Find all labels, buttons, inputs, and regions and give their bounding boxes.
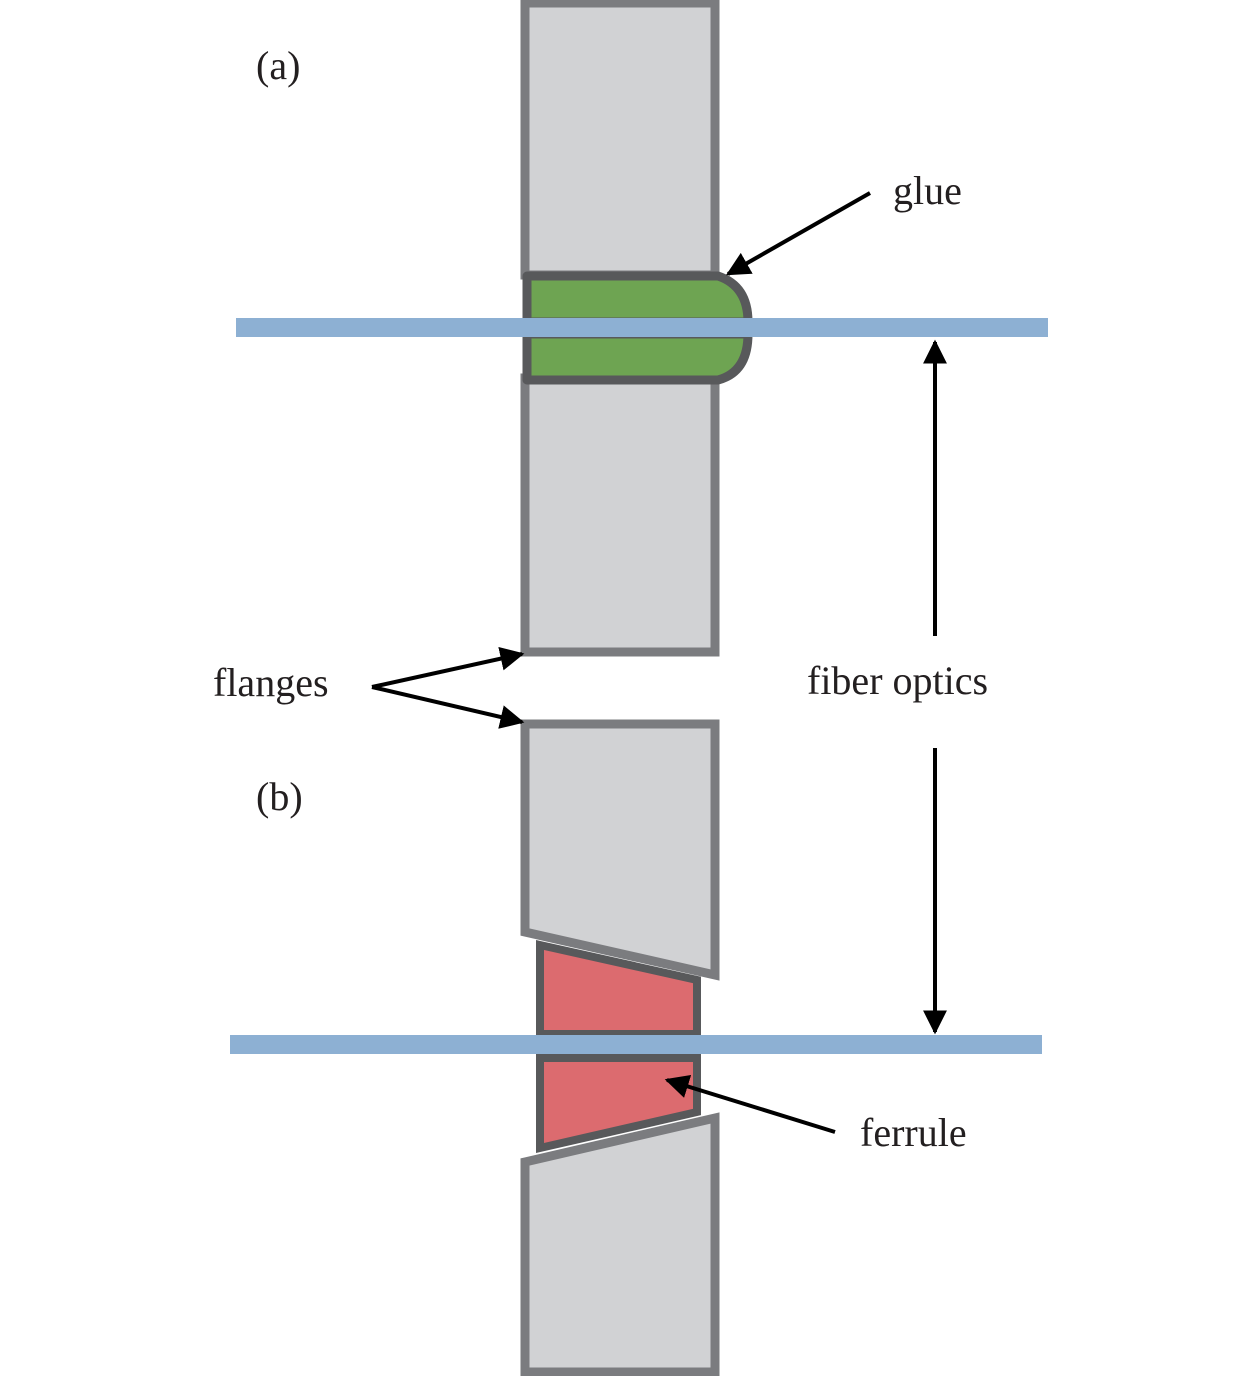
- ferrule-label: ferrule: [860, 1110, 967, 1155]
- flange-a-lower: [520, 373, 720, 657]
- glue-lower: [522, 329, 753, 385]
- fiber-optic-a: [236, 318, 1048, 337]
- glue-arrow: [725, 191, 871, 276]
- glue-label: glue: [893, 168, 962, 213]
- flanges-label: flanges: [213, 660, 329, 705]
- flange-b-upper: [520, 719, 720, 981]
- glue-upper: [522, 271, 753, 327]
- fiber-optics-label: fiber optics: [807, 658, 989, 703]
- ferrule-lower: [536, 1054, 701, 1154]
- panel-b-label: (b): [256, 774, 303, 819]
- ferrule-arrow: [664, 1074, 836, 1134]
- ferrule-upper: [536, 940, 701, 1038]
- flanges-arrow-upper: [371, 646, 525, 689]
- flange-a-upper: [520, 0, 720, 280]
- fiber-optic-b: [230, 1035, 1042, 1054]
- flange-b-lower: [520, 1112, 720, 1376]
- panel-a-label: (a): [256, 43, 301, 88]
- flanges-arrow-lower: [371, 685, 525, 729]
